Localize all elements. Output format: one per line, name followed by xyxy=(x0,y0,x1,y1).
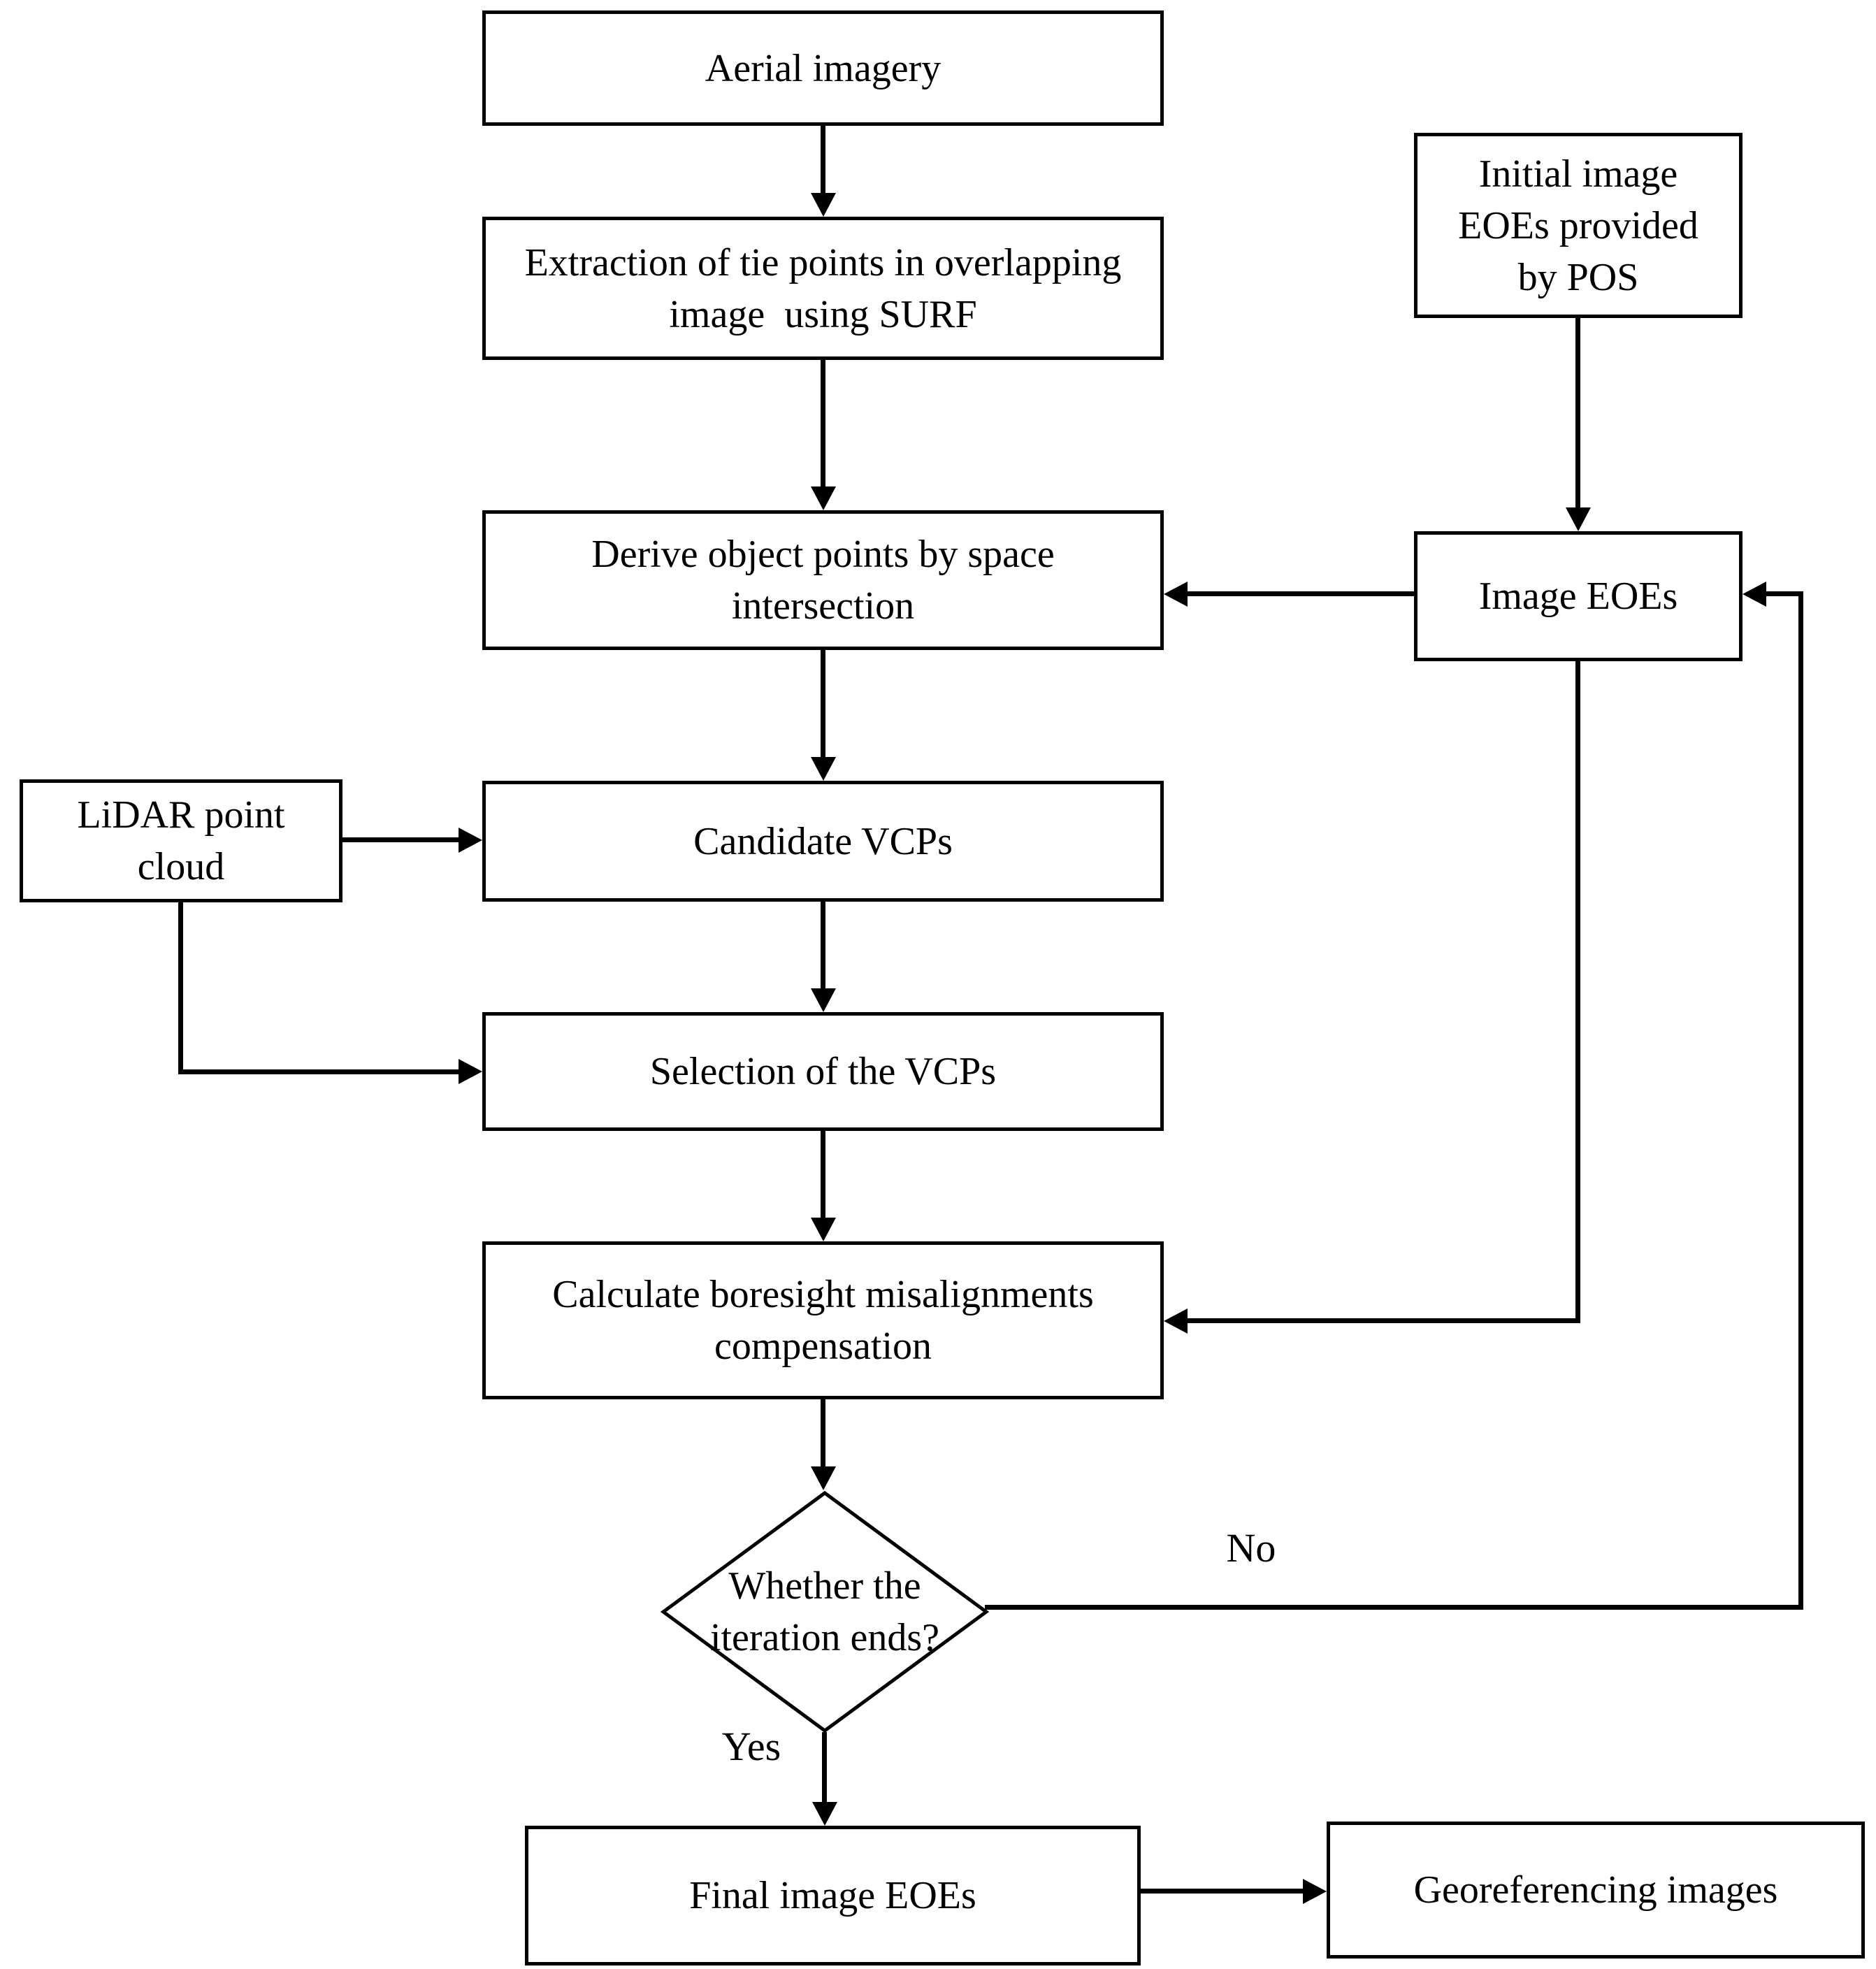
edge-initial-imageeoes-line xyxy=(1575,318,1580,510)
edge-no-loop-top-hline xyxy=(1766,591,1801,596)
edge-imageeoes-derive-line xyxy=(1188,591,1415,596)
node-image-eoes-label: Image EOEs xyxy=(1478,575,1678,618)
node-aerial-imagery: Aerial imagery xyxy=(482,10,1164,126)
node-final-image-eoes: Final image EOEs xyxy=(525,1826,1141,1966)
edge-lidar-selection-hline xyxy=(178,1069,460,1074)
edge-no-loop-bottom-hline xyxy=(985,1605,1803,1610)
edge-imageeoes-derive-arrowhead xyxy=(1164,582,1188,607)
node-final-image-eoes-label: Final image EOEs xyxy=(689,1874,976,1917)
edge-imageeoes-calculate-hline xyxy=(1188,1318,1580,1323)
node-initial-image-eoes: Initial image EOEs provided by POS xyxy=(1414,133,1742,318)
edge-derive-candidate-line xyxy=(821,649,825,758)
edge-extraction-derive-arrowhead xyxy=(811,486,836,510)
node-calculate-boresight: Calculate boresight misalignments compen… xyxy=(482,1241,1164,1399)
edge-final-georef-arrowhead xyxy=(1303,1879,1327,1904)
node-extraction-tie-points: Extraction of tie points in overlapping … xyxy=(482,217,1164,360)
node-extraction-tie-points-label: Extraction of tie points in overlapping … xyxy=(524,240,1122,336)
node-lidar-point-cloud-label: LiDAR point cloud xyxy=(77,793,285,888)
node-initial-image-eoes-label: Initial image EOEs provided by POS xyxy=(1458,152,1698,299)
edge-aerial-extraction-arrowhead xyxy=(811,193,836,217)
edge-candidate-selection-arrowhead xyxy=(811,988,836,1012)
node-georeferencing-images-label: Georeferencing images xyxy=(1413,1868,1778,1912)
node-decision: Whether the iteration ends? xyxy=(661,1490,989,1733)
node-selection-vcps-label: Selection of the VCPs xyxy=(649,1050,997,1093)
edge-no-loop-arrowhead xyxy=(1742,582,1766,607)
node-derive-object-points-label: Derive object points by space intersecti… xyxy=(591,533,1055,628)
node-derive-object-points: Derive object points by space intersecti… xyxy=(482,510,1164,650)
node-decision-label: Whether the iteration ends? xyxy=(709,1564,940,1659)
edge-imageeoes-calculate-arrowhead xyxy=(1164,1308,1188,1334)
edge-no-loop-vline xyxy=(1798,591,1803,1610)
node-aerial-imagery-label: Aerial imagery xyxy=(705,46,941,90)
edge-label-no: No xyxy=(1226,1525,1276,1571)
edge-decision-final-line xyxy=(822,1732,827,1803)
decision-diamond-shape xyxy=(661,1490,989,1733)
node-lidar-point-cloud: LiDAR point cloud xyxy=(20,779,342,902)
edge-derive-candidate-arrowhead xyxy=(811,757,836,781)
edge-calculate-decision-arrowhead xyxy=(811,1466,836,1490)
node-candidate-vcps-label: Candidate VCPs xyxy=(693,819,953,863)
edge-final-georef-line xyxy=(1139,1889,1304,1894)
edge-lidar-selection-arrowhead xyxy=(459,1059,482,1084)
edge-lidar-selection-vline xyxy=(178,901,183,1074)
edge-extraction-derive-line xyxy=(821,359,825,488)
edge-lidar-candidate-arrowhead xyxy=(459,828,482,853)
edge-selection-calculate-arrowhead xyxy=(811,1218,836,1241)
edge-initial-imageeoes-arrowhead xyxy=(1566,507,1591,531)
node-georeferencing-images: Georeferencing images xyxy=(1327,1822,1865,1959)
node-selection-vcps: Selection of the VCPs xyxy=(482,1012,1164,1131)
node-calculate-boresight-label: Calculate boresight misalignments compen… xyxy=(552,1273,1094,1368)
edge-lidar-candidate-line xyxy=(341,837,460,842)
edge-imageeoes-calculate-vline xyxy=(1575,661,1580,1323)
edge-candidate-selection-line xyxy=(821,900,825,990)
node-image-eoes: Image EOEs xyxy=(1414,531,1742,661)
node-candidate-vcps: Candidate VCPs xyxy=(482,781,1164,902)
edge-selection-calculate-line xyxy=(821,1130,825,1219)
edge-decision-final-arrowhead xyxy=(812,1802,837,1826)
edge-aerial-extraction-line xyxy=(821,124,825,196)
edge-label-yes: Yes xyxy=(721,1724,781,1769)
edge-calculate-decision-line xyxy=(821,1398,825,1468)
